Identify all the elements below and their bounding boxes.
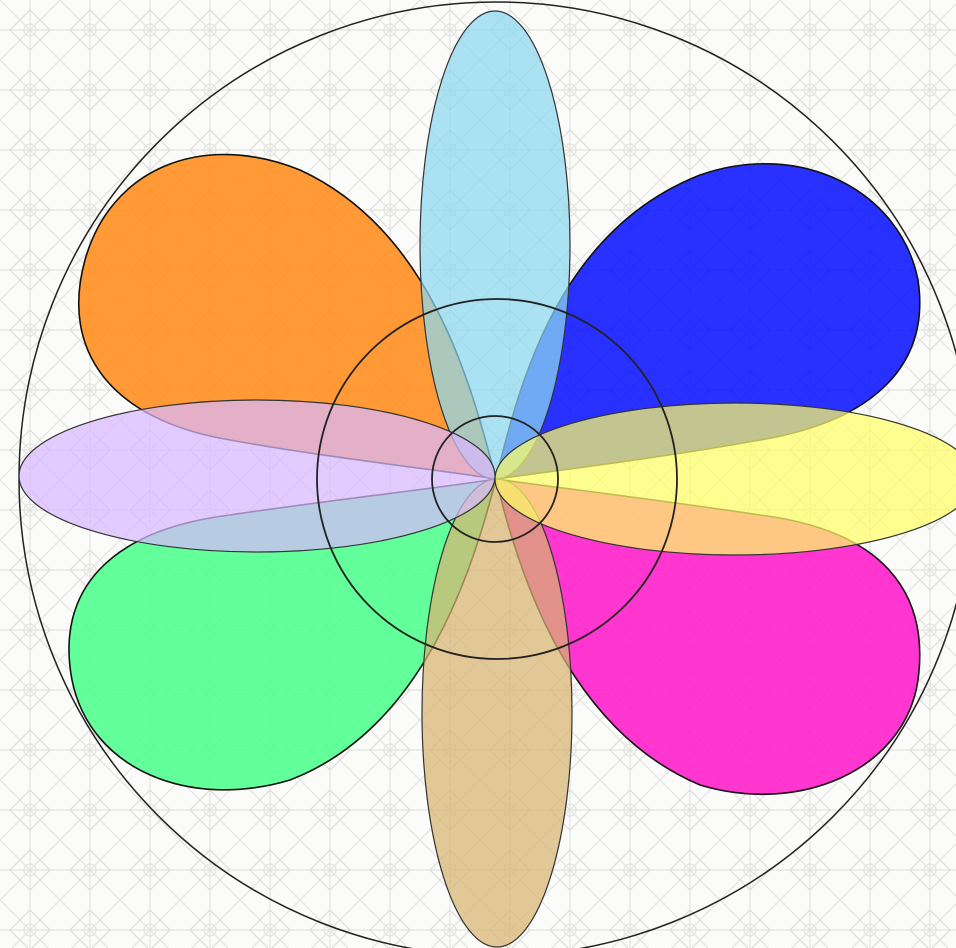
ellipse-yellow [495,403,956,555]
ellipse-light-blue [420,11,570,479]
ellipse-lavender [19,400,495,552]
ellipse-tan [422,479,572,947]
